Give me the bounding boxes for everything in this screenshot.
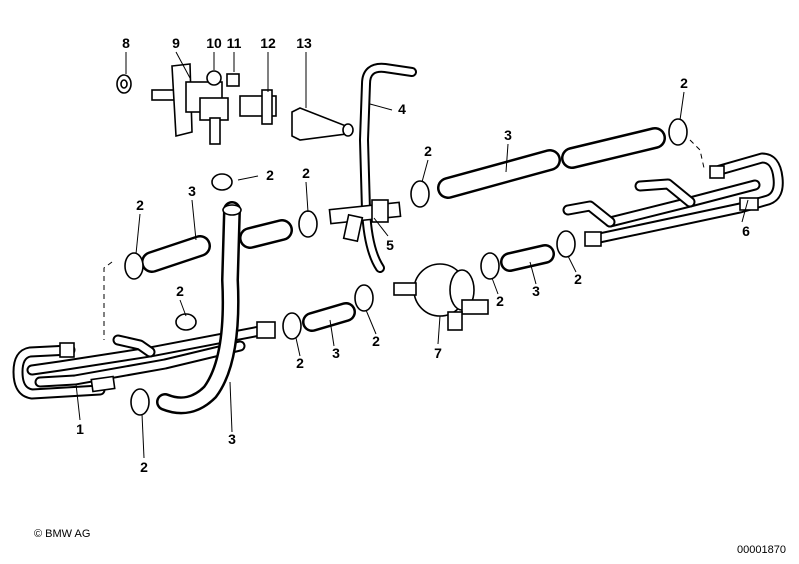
callout-2-k: 2	[140, 459, 148, 475]
pressure-regulator	[393, 263, 489, 331]
callout-3-c: 3	[332, 345, 340, 361]
callout-6: 6	[742, 223, 750, 239]
copyright-text: © BMW AG	[34, 528, 90, 540]
callout-8: 8	[122, 35, 130, 51]
callout-2-f: 2	[176, 283, 184, 299]
callout-11: 11	[227, 35, 242, 51]
callout-2-g: 2	[296, 355, 304, 371]
t-connector	[328, 199, 402, 243]
callout-2-a: 2	[266, 167, 274, 183]
fuel-rail-right	[562, 152, 784, 247]
callout-7: 7	[434, 345, 442, 361]
valve-assembly	[116, 63, 354, 145]
drawing-number: 00001870	[737, 544, 786, 556]
callout-2-c: 2	[302, 165, 310, 181]
callout-3-d: 3	[532, 283, 540, 299]
callout-4: 4	[398, 101, 406, 117]
callout-5: 5	[386, 237, 394, 253]
hose-thin	[359, 62, 417, 273]
callout-2-j: 2	[574, 271, 582, 287]
callout-leaders	[75, 51, 749, 459]
callout-2-d: 2	[424, 143, 432, 159]
callout-12: 12	[260, 35, 276, 51]
callout-2-h: 2	[372, 333, 380, 349]
callout-3-b: 3	[504, 127, 512, 143]
hose-segments	[141, 127, 666, 332]
callout-1: 1	[76, 421, 84, 437]
hose-curved	[156, 201, 242, 415]
callout-10: 10	[206, 35, 222, 51]
callout-3-e: 3	[228, 431, 236, 447]
callout-2-i: 2	[496, 293, 504, 309]
callout-3-a: 3	[188, 183, 196, 199]
callout-9: 9	[172, 35, 180, 51]
callout-labels: 8 9 10 11 12 13 4 2 3 2 2 2 3 2 6 5 2 2 …	[76, 35, 750, 475]
callout-2-b: 2	[136, 197, 144, 213]
dashed-guides	[103, 139, 705, 340]
callout-2-e: 2	[680, 75, 688, 91]
hose-clamps	[124, 118, 688, 416]
callout-13: 13	[296, 35, 312, 51]
fuel-rail-left	[12, 321, 276, 400]
